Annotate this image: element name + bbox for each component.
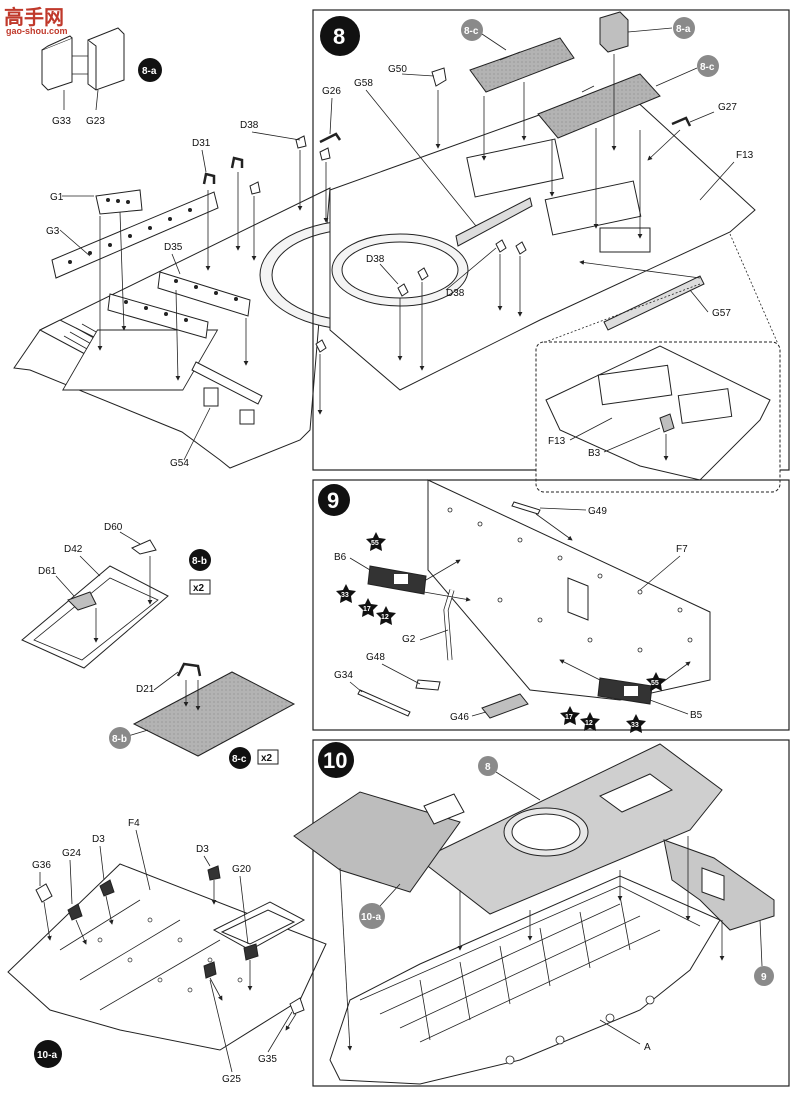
label-8b-ref: 8-b xyxy=(112,734,127,745)
label-g26: G26 xyxy=(322,86,341,97)
badge-8c-top xyxy=(461,19,483,41)
badge-10a-text: 10-a xyxy=(37,1050,57,1061)
label-g1: G1 xyxy=(50,192,64,203)
paint-ref-17-b5: 17 xyxy=(560,706,580,725)
label-f13: F13 xyxy=(736,150,754,161)
badge-8-ref xyxy=(478,756,498,776)
label-g46: G46 xyxy=(450,712,469,723)
label-g58: G58 xyxy=(354,78,373,89)
svg-text:33: 33 xyxy=(631,722,639,729)
badge-8c-right xyxy=(697,55,719,77)
label-g20: G20 xyxy=(232,864,251,875)
badge-8a xyxy=(673,17,695,39)
label-d38-b: D38 xyxy=(446,288,465,299)
label-9-ref: 9 xyxy=(761,972,767,983)
paint-ref-33-b5: 33 xyxy=(626,714,646,733)
paint-ref-12-b5: 12 xyxy=(580,712,600,731)
label-d31: D31 xyxy=(192,138,211,149)
label-g50: G50 xyxy=(388,64,407,75)
svg-text:17: 17 xyxy=(565,714,573,721)
badge-10a-ref xyxy=(359,903,385,929)
label-g2: G2 xyxy=(402,634,416,645)
badge-8a xyxy=(138,58,162,82)
label-8c-right: 8-c xyxy=(700,62,715,73)
qty-box-8b xyxy=(189,579,211,595)
sub-assembly-8c: D21 8-b 8-c x2 xyxy=(109,662,296,769)
qty-box-8c xyxy=(257,749,279,765)
label-g57: G57 xyxy=(712,308,731,319)
badge-8c xyxy=(229,747,251,769)
label-g34: G34 xyxy=(334,670,353,681)
badge-10a xyxy=(34,1040,62,1068)
label-10a-ref: 10-a xyxy=(361,912,381,923)
label-g35: G35 xyxy=(258,1054,277,1065)
svg-text:17: 17 xyxy=(363,606,371,613)
badge-9-ref xyxy=(754,966,774,986)
label-d3-b: D3 xyxy=(196,844,209,855)
paint-ref-55-b5: 55 xyxy=(646,672,666,691)
watermark-title: 高手网 xyxy=(4,5,64,29)
label-g23: G23 xyxy=(86,116,105,127)
qty-8c: x2 xyxy=(261,753,273,764)
label-g48: G48 xyxy=(366,652,385,663)
label-f13-inset: F13 xyxy=(548,436,566,447)
step-9-badge xyxy=(318,484,350,516)
label-b3-inset: B3 xyxy=(588,448,601,459)
sub-assembly-8a: G33 G23 8-a xyxy=(41,27,162,127)
label-b5: B5 xyxy=(690,710,703,721)
badge-8c-text: 8-c xyxy=(232,754,247,765)
label-g24: G24 xyxy=(62,848,81,859)
label-d42: D42 xyxy=(64,544,83,555)
label-g25: G25 xyxy=(222,1074,241,1085)
svg-text:33: 33 xyxy=(341,592,349,599)
paint-ref-55-b6: 55 xyxy=(366,532,386,551)
step-10-badge xyxy=(318,742,354,778)
sub-assembly-10a: G36 G24 D3 F4 D3 G20 G25 G35 10-a xyxy=(7,818,327,1085)
badge-8b-ref xyxy=(109,727,131,749)
label-f4: F4 xyxy=(128,818,140,829)
badge-8b xyxy=(189,549,211,571)
label-8-ref: 8 xyxy=(485,762,491,773)
label-d35: D35 xyxy=(164,242,183,253)
watermark-url: gao-shou.com xyxy=(6,26,68,36)
label-d38: D38 xyxy=(240,120,259,131)
label-g49: G49 xyxy=(588,506,607,517)
label-d21: D21 xyxy=(136,684,155,695)
step-10: 10 8 10-a A xyxy=(293,739,790,1087)
paint-ref-17-b6: 17 xyxy=(358,598,378,617)
label-g54: G54 xyxy=(170,458,189,469)
label-g36: G36 xyxy=(32,860,51,871)
label-g27: G27 xyxy=(718,102,737,113)
paint-ref-12-b6: 12 xyxy=(376,606,396,625)
svg-text:55: 55 xyxy=(371,540,379,547)
svg-text:55: 55 xyxy=(651,680,659,687)
label-b6: B6 xyxy=(334,552,347,563)
watermark: 高手网 gao-shou.com xyxy=(4,5,68,36)
badge-8a-text: 8-a xyxy=(142,66,157,77)
step-10-number: 10 xyxy=(323,748,347,773)
badge-8b-text: 8-b xyxy=(192,556,207,567)
label-8c-top: 8-c xyxy=(464,26,479,37)
svg-text:12: 12 xyxy=(585,720,593,727)
label-d60: D60 xyxy=(104,522,123,533)
label-d3-a: D3 xyxy=(92,834,105,845)
step-8: 8 xyxy=(312,9,790,493)
label-g33: G33 xyxy=(52,116,71,127)
label-d38-a: D38 xyxy=(366,254,385,265)
label-g3: G3 xyxy=(46,226,60,237)
label-d61: D61 xyxy=(38,566,57,577)
label-a: A xyxy=(644,1042,651,1053)
step-9: 9 55 xyxy=(312,479,790,733)
step-8-number: 8 xyxy=(333,24,345,49)
svg-text:12: 12 xyxy=(381,614,389,621)
step-8-badge xyxy=(320,16,360,56)
label-8a: 8-a xyxy=(676,24,691,35)
label-f7: F7 xyxy=(676,544,688,555)
qty-8b: x2 xyxy=(193,583,205,594)
step-9-number: 9 xyxy=(327,488,339,513)
sub-assembly-8b: D60 D42 D61 8-b x2 xyxy=(21,522,211,669)
paint-ref-33-b6: 33 xyxy=(336,584,356,603)
